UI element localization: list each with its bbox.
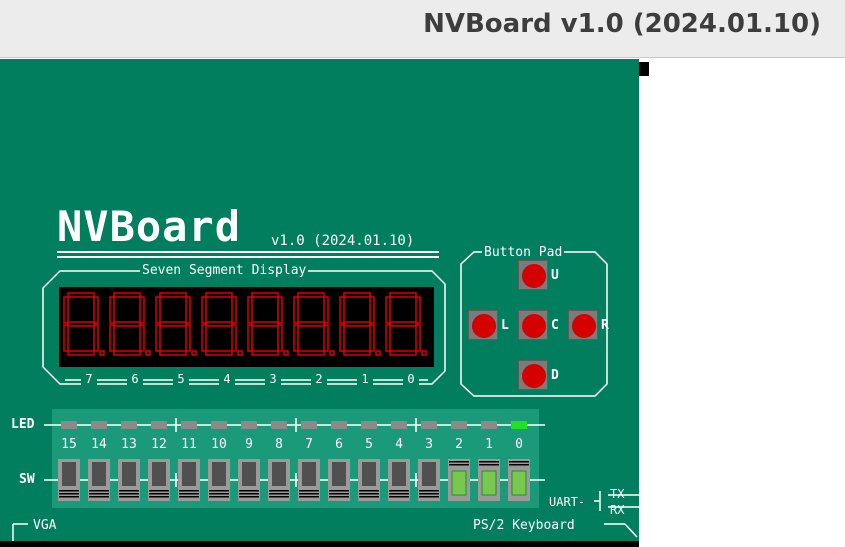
led-13	[121, 421, 137, 429]
board-frame-lines	[12, 251, 639, 541]
led-0	[511, 421, 527, 429]
seven-segment-digit-0	[385, 292, 427, 356]
seven-segment-number-7: 7	[81, 373, 97, 386]
led-8	[271, 421, 287, 429]
switch-number-12: 12	[151, 437, 167, 452]
switch-2[interactable]	[448, 459, 470, 501]
seven-segment-digit-5	[155, 292, 197, 356]
button-left[interactable]	[468, 310, 498, 340]
button-up-label: U	[551, 268, 559, 283]
led-2	[451, 421, 467, 429]
led-3	[421, 421, 437, 429]
switch-8[interactable]	[268, 459, 290, 501]
switch-number-11: 11	[181, 437, 197, 452]
seven-segment-number-0: 0	[403, 373, 419, 386]
switch-12[interactable]	[148, 459, 170, 501]
button-up[interactable]	[518, 260, 548, 290]
seven-segment-number-5: 5	[173, 373, 189, 386]
button-center-label: C	[551, 318, 559, 333]
led-9	[241, 421, 257, 429]
switch-1[interactable]	[478, 459, 500, 501]
vga-label: VGA	[33, 518, 57, 533]
seven-segment-digit-7	[63, 292, 105, 356]
button-pad-title: Button Pad	[482, 245, 565, 260]
seven-segment-number-2: 2	[311, 373, 327, 386]
switch-4[interactable]	[388, 459, 410, 501]
button-left-label: L	[501, 318, 509, 333]
uart-label: UART-	[549, 495, 586, 509]
led-4	[391, 421, 407, 429]
led-14	[91, 421, 107, 429]
switch-6[interactable]	[328, 459, 350, 501]
switch-number-6: 6	[335, 437, 343, 452]
ps2-keyboard-label: PS/2 Keyboard	[473, 518, 575, 533]
button-right-label: R	[601, 318, 609, 333]
uart-tx-label: TX	[610, 487, 625, 501]
window-edge-marker	[639, 62, 649, 76]
logo-underline-2	[57, 256, 439, 258]
button-center[interactable]	[518, 310, 548, 340]
switch-13[interactable]	[118, 459, 140, 501]
led-11	[181, 421, 197, 429]
led-10	[211, 421, 227, 429]
switch-number-9: 9	[245, 437, 253, 452]
button-right[interactable]	[568, 310, 598, 340]
switch-number-7: 7	[305, 437, 313, 452]
sw-row-label: SW	[19, 472, 35, 487]
switch-number-2: 2	[455, 437, 463, 452]
seven-segment-number-3: 3	[265, 373, 281, 386]
switch-9[interactable]	[238, 459, 260, 501]
switch-number-1: 1	[485, 437, 493, 452]
window-title: NVBoard v1.0 (2024.01.10)	[423, 9, 821, 39]
seven-segment-digit-2	[293, 292, 335, 356]
switch-number-5: 5	[365, 437, 373, 452]
led-6	[331, 421, 347, 429]
switch-number-14: 14	[91, 437, 107, 452]
switch-7[interactable]	[298, 459, 320, 501]
led-row-label: LED	[11, 417, 35, 432]
switch-number-13: 13	[121, 437, 137, 452]
switch-10[interactable]	[208, 459, 230, 501]
switch-number-10: 10	[211, 437, 227, 452]
switch-number-8: 8	[275, 437, 283, 452]
window-titlebar: NVBoard v1.0 (2024.01.10)	[0, 0, 845, 58]
seven-segment-number-1: 1	[357, 373, 373, 386]
seven-segment-number-6: 6	[127, 373, 143, 386]
seven-segment-digit-6	[109, 292, 151, 356]
switch-3[interactable]	[418, 459, 440, 501]
seven-segment-digit-4	[201, 292, 243, 356]
seven-segment-digit-1	[339, 292, 381, 356]
switch-number-3: 3	[425, 437, 433, 452]
switch-number-15: 15	[61, 437, 77, 452]
nvboard-panel: NVBoard v1.0 (2024.01.10)	[0, 59, 639, 541]
board-bottom-edge	[0, 541, 639, 547]
button-down[interactable]	[518, 360, 548, 390]
led-7	[301, 421, 317, 429]
board-version: v1.0 (2024.01.10)	[271, 233, 415, 249]
seven-segment-number-4: 4	[219, 373, 235, 386]
logo-underline	[57, 251, 439, 253]
switch-14[interactable]	[88, 459, 110, 501]
uart-rx-label: RX	[610, 503, 625, 517]
switch-number-4: 4	[395, 437, 403, 452]
switch-number-0: 0	[515, 437, 523, 452]
button-down-label: D	[551, 368, 559, 383]
switch-15[interactable]	[58, 459, 80, 501]
led-1	[481, 421, 497, 429]
led-15	[61, 421, 77, 429]
board-logo: NVBoard	[57, 202, 242, 251]
switch-11[interactable]	[178, 459, 200, 501]
switch-5[interactable]	[358, 459, 380, 501]
led-12	[151, 421, 167, 429]
seven-segment-title: Seven Segment Display	[140, 263, 309, 278]
seven-segment-digit-3	[247, 292, 289, 356]
switch-0[interactable]	[508, 459, 530, 501]
led-5	[361, 421, 377, 429]
